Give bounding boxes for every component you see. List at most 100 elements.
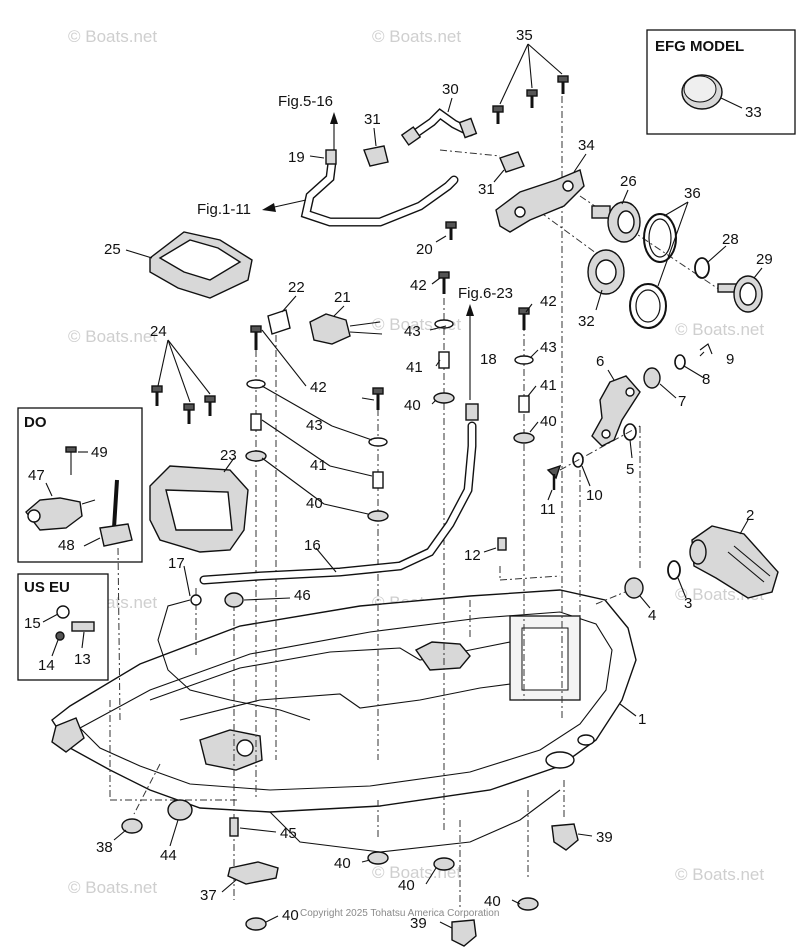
- stack-42-43-41-40-a: [433, 271, 455, 404]
- callout-2: 2: [746, 507, 754, 524]
- callout-28: 28: [722, 231, 739, 248]
- screw-11: [546, 464, 562, 490]
- hose-16: [199, 403, 479, 585]
- watermark: © Boats.net: [675, 865, 764, 884]
- callout-13: 13: [74, 651, 91, 668]
- callout-40: 40: [540, 413, 557, 430]
- hose-19-30: [300, 108, 478, 227]
- stack-42-43-41-40-d: [367, 387, 389, 522]
- watermark: © Boats.net: [68, 327, 157, 346]
- callout-48: 48: [58, 537, 75, 554]
- callout-10: 10: [586, 487, 603, 504]
- callout-32: 32: [578, 313, 595, 330]
- fitting-icon: [25, 497, 83, 531]
- handle-2: [689, 525, 779, 599]
- clip-9: [699, 343, 713, 355]
- callout-40: 40: [306, 495, 323, 512]
- callout-numbers: 35 30 31 19 31 34 26 36 20 25 28 29 42 2…: [96, 27, 773, 932]
- callout-3: 3: [684, 595, 692, 612]
- callout-16: 16: [304, 537, 321, 554]
- nut-46: [224, 592, 244, 608]
- callout-8: 8: [702, 371, 710, 388]
- ref-fig-5-16: Fig.5-16: [278, 93, 333, 110]
- callout-41: 41: [310, 457, 327, 474]
- callout-33: 33: [745, 104, 762, 121]
- callout-46: 46: [294, 587, 311, 604]
- efg-model-title: EFG MODEL: [655, 38, 744, 55]
- reference-arrows: [262, 112, 474, 400]
- callout-1: 1: [638, 711, 646, 728]
- callout-39: 39: [596, 829, 613, 846]
- callout-41: 41: [406, 359, 423, 376]
- bottom-parts: [121, 799, 579, 947]
- watermark: © Boats.net: [372, 27, 461, 46]
- callout-40: 40: [334, 855, 351, 872]
- callout-45: 45: [280, 825, 297, 842]
- washer-10: [572, 452, 584, 468]
- callout-26: 26: [620, 173, 637, 190]
- callout-40: 40: [404, 397, 421, 414]
- cover-25: [149, 231, 253, 299]
- watermark: © Boats.net: [68, 27, 157, 46]
- callout-44: 44: [160, 847, 177, 864]
- callout-31: 31: [364, 111, 381, 128]
- callout-35: 35: [516, 27, 533, 44]
- bottom-cowl: [51, 589, 637, 853]
- do-box: DO 49 47 48: [17, 407, 143, 563]
- nipple-icon: [71, 621, 95, 632]
- callout-22: 22: [288, 279, 305, 296]
- o-ring-icon: [56, 605, 70, 619]
- callout-19: 19: [288, 149, 305, 166]
- callout-37: 37: [200, 887, 217, 904]
- watermark: © Boats.net: [372, 315, 461, 334]
- callout-18: 18: [480, 351, 497, 368]
- callout-40: 40: [282, 907, 299, 924]
- bolt-20: [445, 221, 457, 240]
- grommet-32: [587, 249, 625, 295]
- callout-36: 36: [684, 185, 701, 202]
- stack-42-43-41-40-b: [513, 307, 535, 444]
- callout-47: 47: [28, 467, 45, 484]
- seals-36: [629, 213, 677, 329]
- callout-25: 25: [104, 241, 121, 258]
- bolt-icon: [65, 446, 77, 453]
- callout-39: 39: [410, 915, 427, 932]
- callout-14: 14: [38, 657, 55, 674]
- callout-12: 12: [464, 547, 481, 564]
- tool-icon: [99, 523, 133, 547]
- callout-49: 49: [91, 444, 108, 461]
- hose-17: [157, 594, 311, 721]
- callout-42: 42: [410, 277, 427, 294]
- stack-42-43-41-40-c: [245, 325, 267, 462]
- callout-38: 38: [96, 839, 113, 856]
- callout-29: 29: [756, 251, 773, 268]
- seal-37: [227, 861, 279, 885]
- callout-41: 41: [540, 377, 557, 394]
- callout-9: 9: [726, 351, 734, 368]
- callout-30: 30: [442, 81, 459, 98]
- callout-21: 21: [334, 289, 351, 306]
- callout-43: 43: [404, 323, 421, 340]
- callout-43: 43: [540, 339, 557, 356]
- bushing-7: [643, 367, 661, 389]
- grommet-26: [591, 201, 641, 243]
- plug-29: [717, 275, 763, 313]
- plug-12: [497, 537, 507, 551]
- callout-31: 31: [478, 181, 495, 198]
- copyright-notice: Copyright 2025 Tohatsu America Corporati…: [300, 908, 499, 919]
- callout-43: 43: [306, 417, 323, 434]
- callout-6: 6: [596, 353, 604, 370]
- callout-23: 23: [220, 447, 237, 464]
- cap-44: [167, 799, 193, 821]
- o-ring-3: [667, 560, 681, 580]
- callout-34: 34: [578, 137, 595, 154]
- callout-leaders: [113, 43, 763, 929]
- callout-20: 20: [416, 241, 433, 258]
- watermark: © Boats.net: [68, 878, 157, 897]
- callout-42: 42: [540, 293, 557, 310]
- bolts-24: [151, 385, 216, 424]
- bracket-34: [495, 169, 585, 233]
- reference-labels: Fig.5-16 Fig.1-11 Fig.6-23: [197, 93, 513, 302]
- us-eu-box: US EU 15 13 14: [17, 573, 109, 681]
- bolt-45: [229, 817, 239, 837]
